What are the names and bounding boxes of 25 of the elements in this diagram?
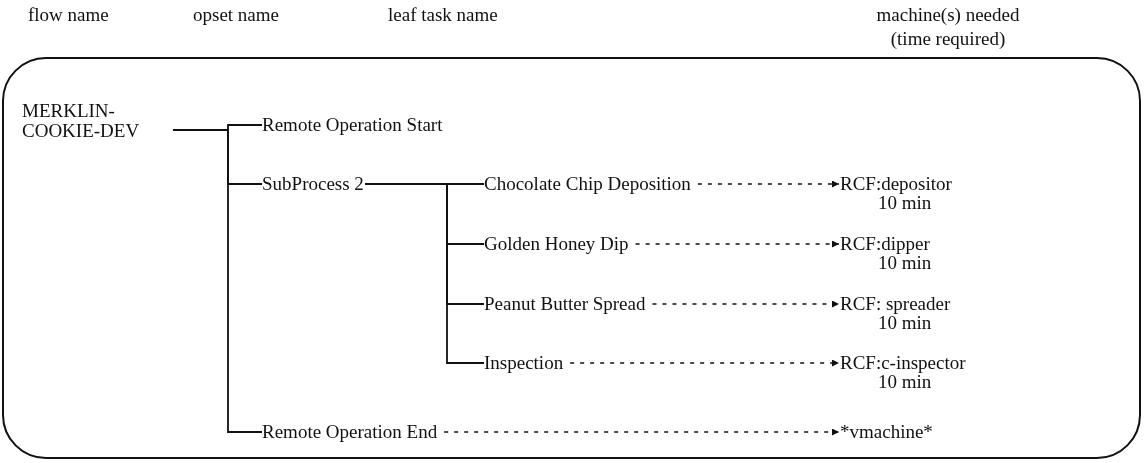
task-label: Remote Operation End xyxy=(262,422,439,442)
column-header: leaf task name xyxy=(388,3,499,27)
task-label: Golden Honey Dip xyxy=(484,234,630,254)
dashed-arrow xyxy=(569,359,840,367)
task-label: Remote Operation Start xyxy=(262,115,444,135)
machine-label: RCF:dipper xyxy=(840,234,930,254)
duration-label: 10 min xyxy=(878,314,932,331)
task-label: Peanut Butter Spread xyxy=(484,294,647,314)
dashed-arrow xyxy=(651,300,840,308)
task-label: Chocolate Chip Deposition xyxy=(484,174,692,194)
machine-label: RCF: spreader xyxy=(840,294,951,314)
flow-frame xyxy=(2,57,1141,459)
tree-connector xyxy=(364,183,485,364)
column-header: flow name xyxy=(28,3,110,27)
column-header: machine(s) needed (time required) xyxy=(875,3,1021,51)
duration-label: 10 min xyxy=(878,373,932,390)
duration-label: 10 min xyxy=(878,194,932,211)
machine-label: RCF:c-inspector xyxy=(840,353,966,373)
dashed-arrow xyxy=(634,240,840,248)
machine-label: RCF:depositor xyxy=(840,174,952,194)
dashed-arrow xyxy=(443,428,840,436)
dashed-arrow xyxy=(697,180,840,188)
column-header: opset name xyxy=(193,3,280,27)
duration-label: 10 min xyxy=(878,254,932,271)
task-label: Inspection xyxy=(484,353,565,373)
